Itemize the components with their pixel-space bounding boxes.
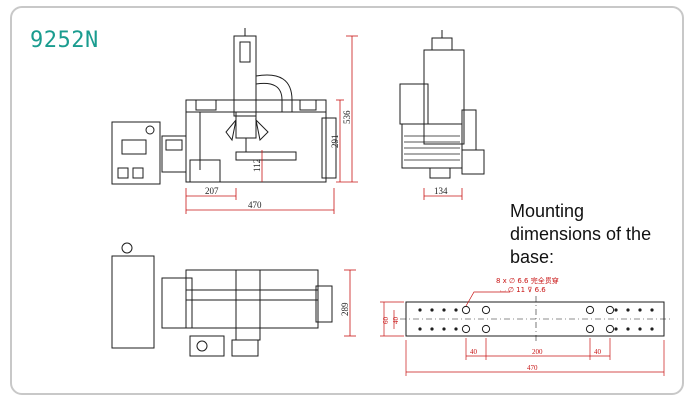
mount-hole [481,324,491,334]
top-controller-box [111,255,155,349]
mounting-caption-line: Mounting [510,201,585,221]
mounting-caption-line: dimensions of the [510,224,652,244]
dim-top-depth: 289 [340,302,350,316]
side-nozzle-block [461,149,485,175]
dim-height-mid: 291 [330,135,340,149]
controller-display [121,139,147,155]
controller-box [111,121,161,185]
dim-total-length: 470 [527,364,538,372]
front-view [111,28,337,185]
dim-height-small: 112 [252,159,262,172]
mount-hole [605,305,615,315]
diagram-frame [10,6,684,395]
dim-left-pitch: 40 [470,348,478,356]
controller-knob-icon [145,125,155,135]
mount-hole [461,305,471,315]
side-column [423,49,465,145]
dim-inner-height: 40 [392,317,400,325]
mount-hole [605,324,615,334]
hole-note-2: ⌴ ∅ 11 ⊽ 6.6 [500,286,546,294]
mounting-caption: Mounting dimensions of the base: [510,200,651,269]
mount-hole [461,324,471,334]
dim-side-depth: 134 [434,186,448,196]
top-frame [185,269,319,329]
mount-hole [481,305,491,315]
mounting-caption-line: base: [510,247,555,267]
hole-note-1: 8 x ∅ 6.6 完全贯穿 [496,276,559,285]
mounting-plate-view [380,291,670,376]
dim-left-offset: 207 [205,186,219,196]
dim-center-span: 200 [532,348,543,356]
mount-hole [585,324,595,334]
dim-height-total: 536 [342,110,352,124]
dim-right-pitch: 40 [594,348,602,356]
mount-hole [585,305,595,315]
top-small-controller [189,335,225,357]
model-title: 9252N [30,28,99,53]
dim-outer-height: 60 [382,317,390,325]
side-view [399,30,485,179]
top-view [111,242,333,357]
z-axis-column [233,35,257,117]
dim-base-width: 470 [248,200,262,210]
